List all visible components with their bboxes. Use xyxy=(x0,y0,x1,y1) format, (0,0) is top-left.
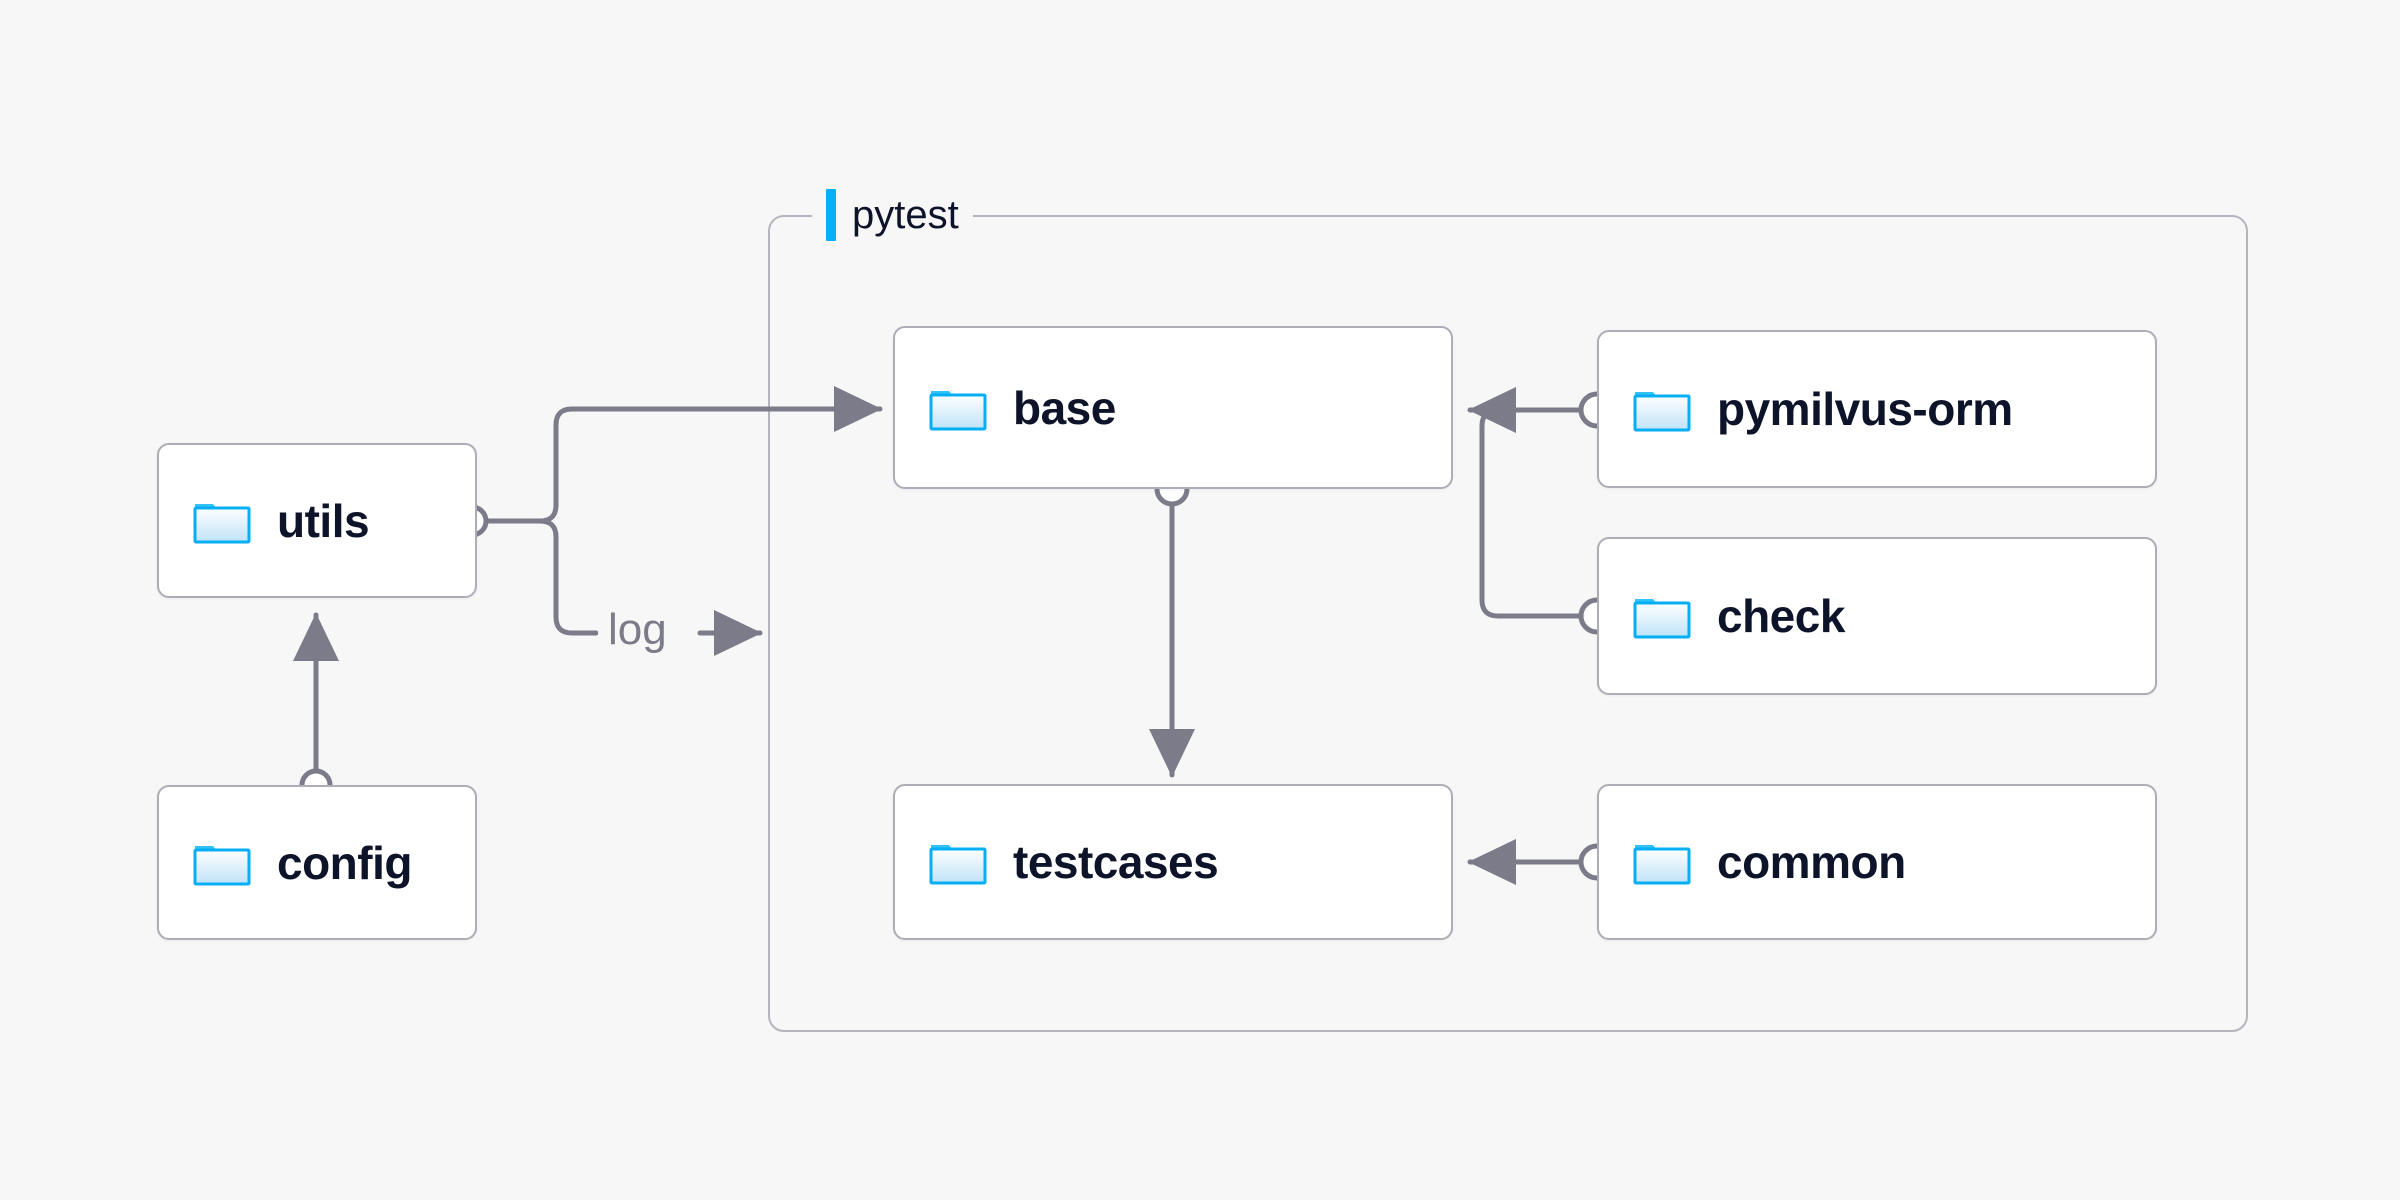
edge-label-log: log xyxy=(598,608,677,652)
node-config[interactable]: config xyxy=(157,785,477,940)
node-common[interactable]: common xyxy=(1597,784,2157,940)
node-label-pymilvus-orm: pymilvus-orm xyxy=(1717,383,2013,435)
group-title-pytest: pytest xyxy=(812,189,973,241)
node-label-config: config xyxy=(277,836,412,889)
folder-icon xyxy=(929,838,987,886)
folder-icon xyxy=(1633,385,1691,433)
node-testcases[interactable]: testcases xyxy=(893,784,1453,940)
node-label-base: base xyxy=(1013,381,1116,434)
node-label-utils: utils xyxy=(277,494,370,547)
folder-icon xyxy=(193,839,251,887)
edge-right-merge xyxy=(1479,407,1583,619)
node-label-testcases: testcases xyxy=(1013,836,1219,888)
folder-icon xyxy=(1633,592,1691,640)
node-label-check: check xyxy=(1717,590,1845,642)
folder-icon xyxy=(1633,838,1691,886)
node-base[interactable]: base xyxy=(893,326,1453,489)
node-pymilvus-orm[interactable]: pymilvus-orm xyxy=(1597,330,2157,488)
edge-utils-to-log xyxy=(537,518,599,636)
edge-utils-to-base xyxy=(537,386,883,524)
accent-bar-icon xyxy=(826,189,836,241)
node-label-common: common xyxy=(1717,836,1906,888)
node-check[interactable]: check xyxy=(1597,537,2157,695)
folder-icon xyxy=(193,497,251,545)
node-utils[interactable]: utils xyxy=(157,443,477,598)
group-container-pytest[interactable] xyxy=(768,215,2248,1032)
group-title-label: pytest xyxy=(852,193,959,237)
folder-icon xyxy=(929,384,987,432)
